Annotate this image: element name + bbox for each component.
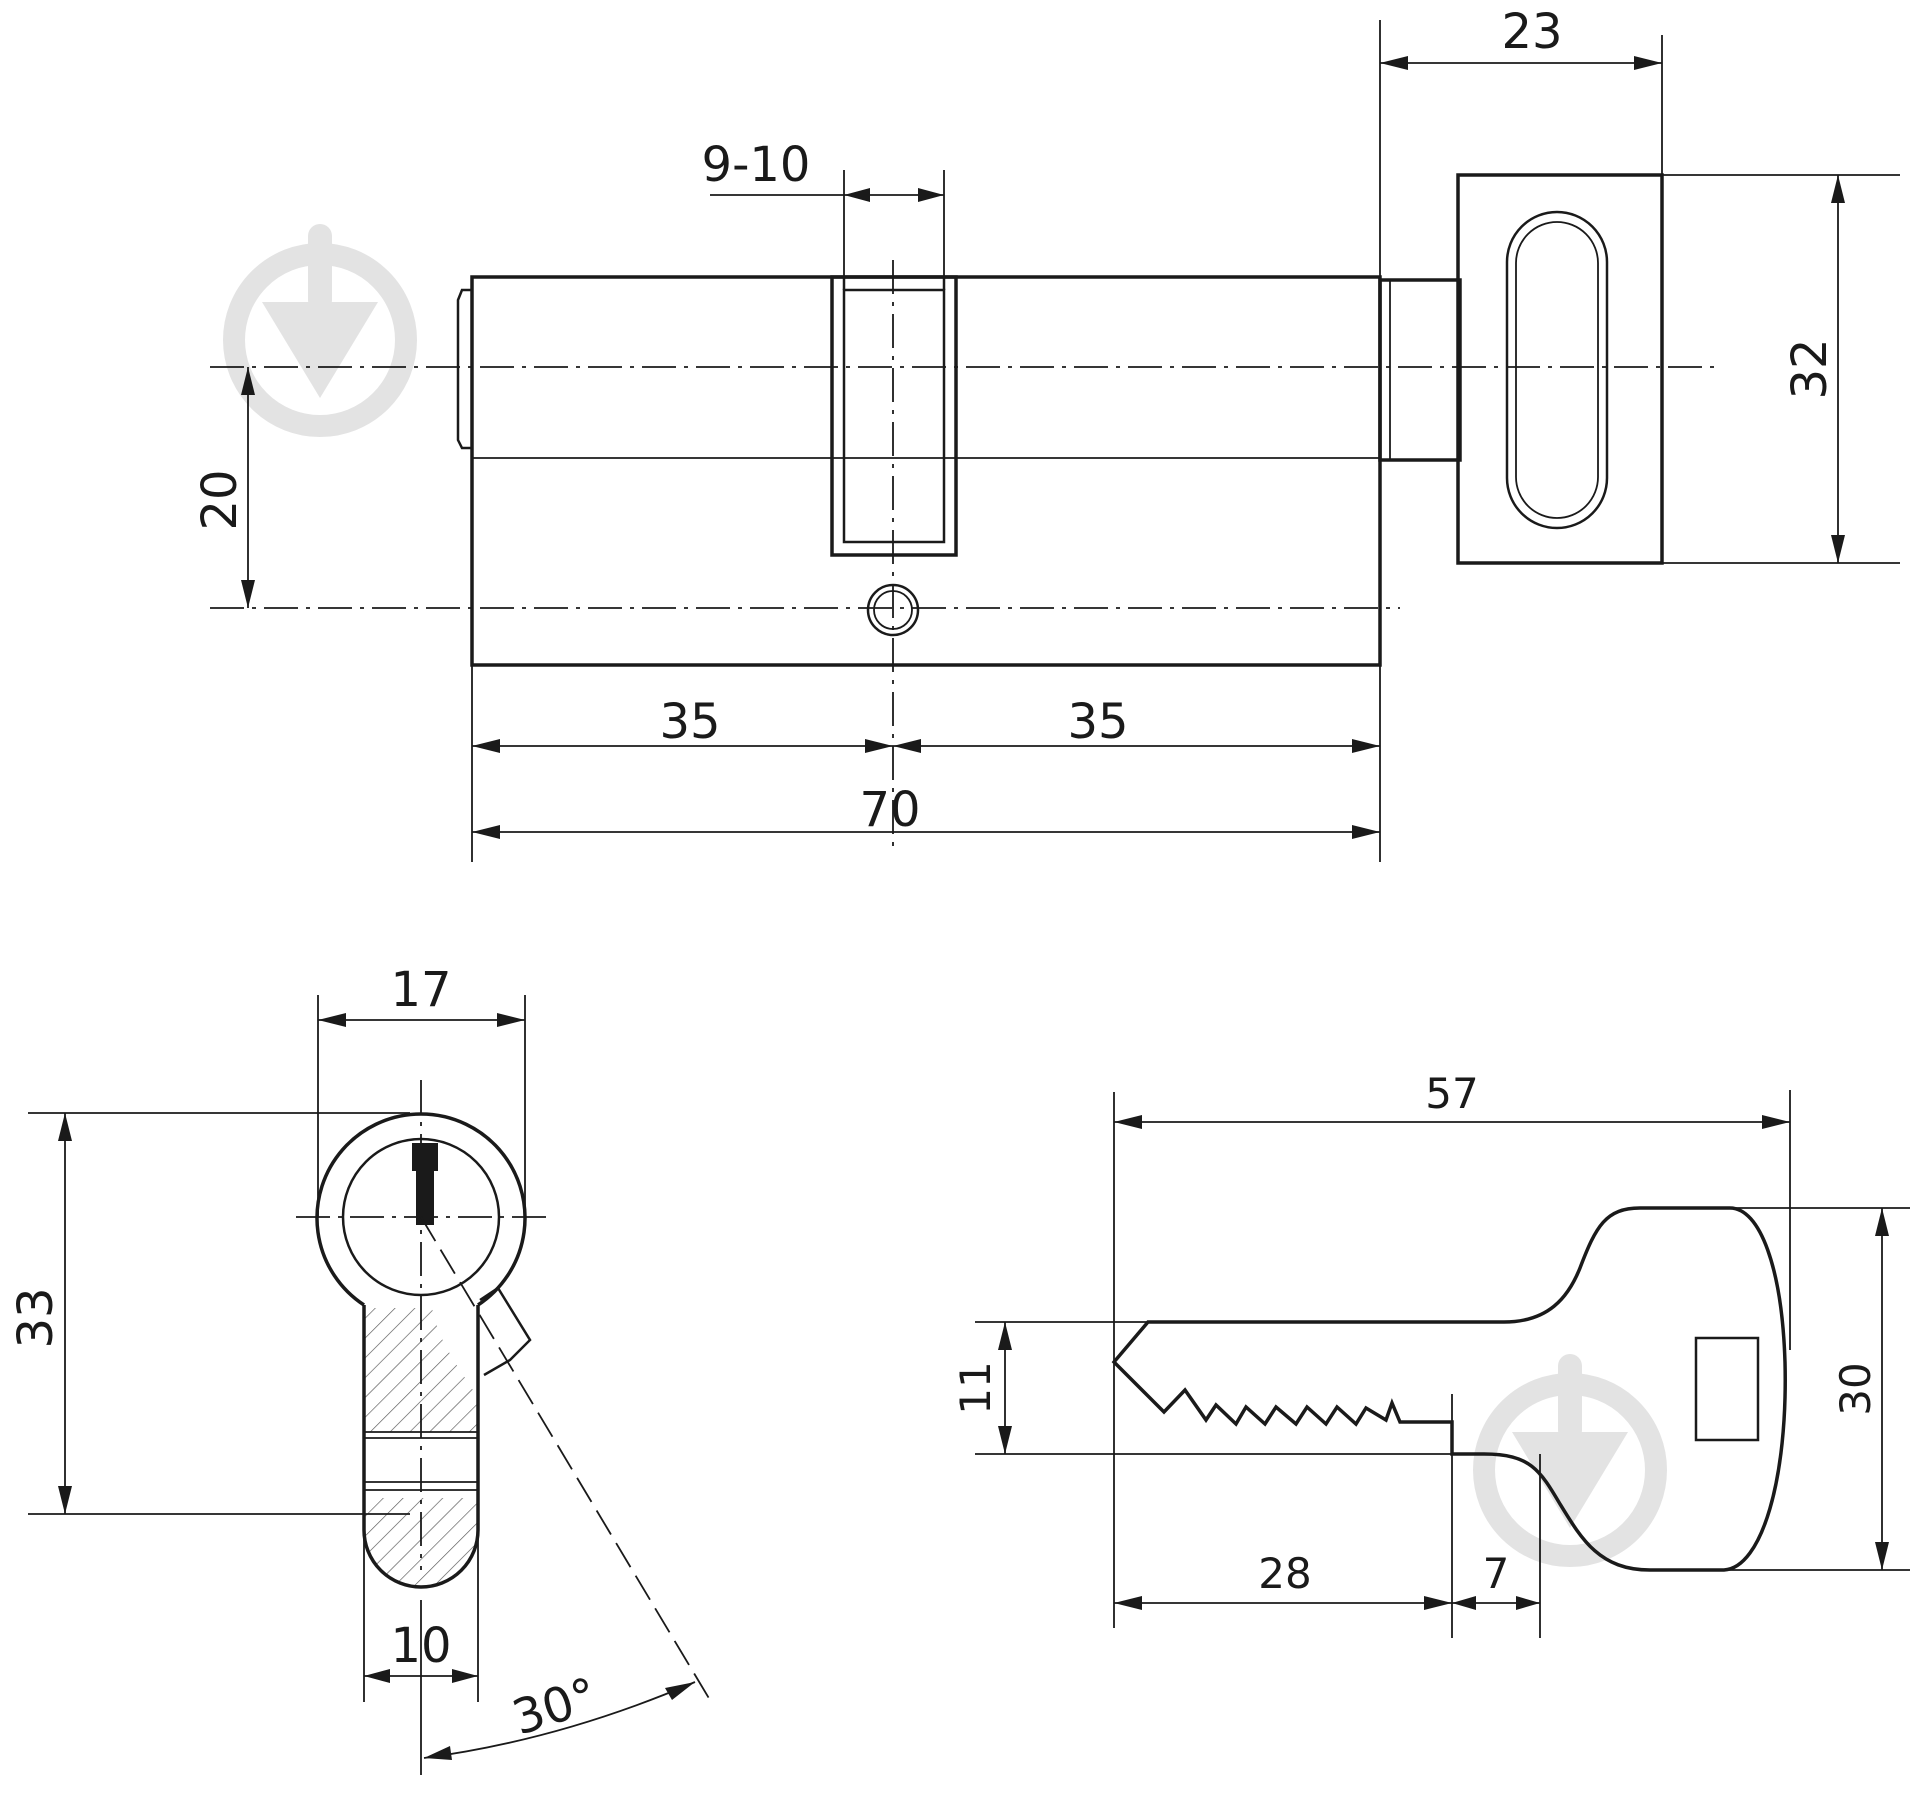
dim-axis-offset: 20 <box>192 469 248 530</box>
dim-blade-height: 11 <box>951 1361 1000 1414</box>
watermark-logo-icon <box>223 224 417 437</box>
dim-length-total: 70 <box>859 782 920 838</box>
cam-angle-line <box>420 1216 711 1701</box>
key-head-hole <box>1694 1336 1760 1442</box>
dim-blade-length: 28 <box>1258 1549 1311 1598</box>
dim-length-right: 35 <box>1067 694 1128 750</box>
key-view: 57 11 30 28 7 <box>951 1069 1910 1638</box>
cylinder-body <box>470 275 1382 667</box>
knob-collar <box>1378 278 1462 462</box>
profile-outer-ring <box>315 1112 527 1307</box>
dim-knob-height: 32 <box>1782 338 1838 399</box>
profile-cam-lever <box>479 1286 532 1377</box>
dim-length-left: 35 <box>659 694 720 750</box>
key-outline <box>1111 1206 1787 1572</box>
thumb-knob <box>1456 173 1664 565</box>
cam-slot <box>830 275 958 557</box>
dim-profile-height: 33 <box>8 1287 64 1348</box>
watermark-logo-icon <box>1473 1354 1667 1567</box>
dim-cam-width: 9-10 <box>702 137 811 193</box>
knob-grip-slot <box>1505 210 1609 530</box>
dim-key-length: 57 <box>1425 1069 1478 1118</box>
cylinder-side-view: 35 35 70 9-10 23 32 20 <box>192 4 1900 862</box>
dim-key-shoulder: 7 <box>1483 1549 1510 1598</box>
cylinder-profile-view: 17 33 10 30° <box>8 962 711 1775</box>
left-end-tab <box>456 288 472 450</box>
dim-profile-width: 17 <box>390 962 451 1018</box>
cam <box>842 288 946 544</box>
dim-knob-length: 23 <box>1501 4 1562 60</box>
profile-lower-body <box>362 1305 480 1589</box>
dim-cam-angle: 30° <box>506 1667 604 1747</box>
dim-head-height: 30 <box>1831 1362 1880 1415</box>
